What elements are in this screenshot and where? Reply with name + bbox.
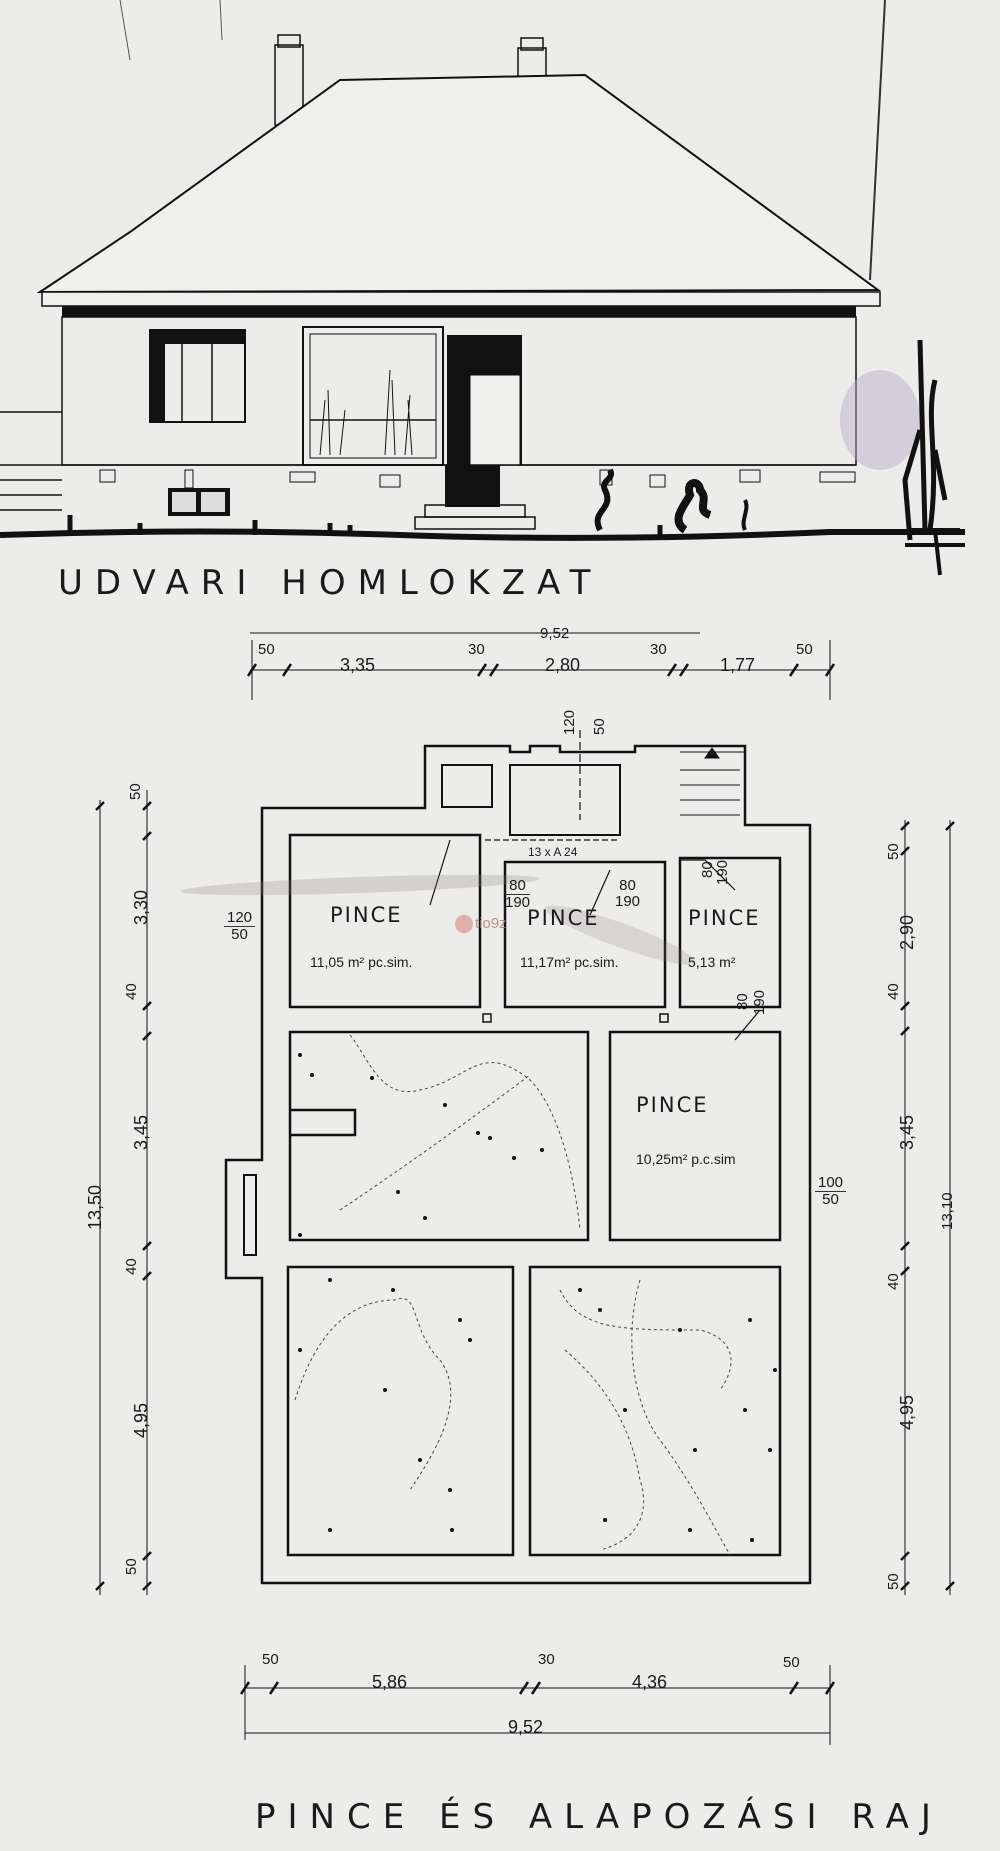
- opening-1-bottom: 50: [231, 925, 248, 943]
- watermark-logo-icon: [455, 915, 473, 933]
- watermark-text: tio9z: [475, 914, 507, 932]
- opening-label-2: 80 190: [505, 878, 531, 911]
- entrance-stair-bottom: 50: [591, 718, 608, 735]
- left-dimension-5: 40: [123, 1258, 140, 1275]
- top-dimension-3: 30: [468, 641, 485, 658]
- left-dimension-7: 50: [123, 1558, 140, 1575]
- left-dimension-4: 3,45: [131, 1114, 151, 1150]
- room-label-1: PINCE: [330, 903, 403, 927]
- left-dimension-3: 40: [123, 983, 140, 1000]
- opening-label-3: 80 190: [615, 878, 640, 910]
- opening-2-bottom: 190: [505, 893, 531, 911]
- room-area-2: 11,17m² pc.sim.: [520, 954, 619, 970]
- opening-3-top: 80: [619, 877, 636, 894]
- opening-label-4b: 190: [714, 859, 731, 885]
- room-label-2: PINCE: [527, 906, 600, 930]
- top-dimension-1: 50: [258, 641, 275, 658]
- top-dimension-2: 3,35: [340, 655, 376, 675]
- elevation-title: UDVARI HOMLOKZAT: [58, 563, 603, 603]
- top-dimension-7: 50: [796, 641, 813, 658]
- opening-label-1: 120 50: [224, 910, 256, 943]
- room-label-4: PINCE: [636, 1093, 709, 1117]
- top-dimension-4: 2,80: [545, 655, 581, 675]
- right-dimension-5: 40: [885, 1273, 902, 1290]
- right-dimension-3: 40: [885, 983, 902, 1000]
- opening-label-6: 100 50: [815, 1175, 847, 1208]
- right-overall-dimension: 13,10: [939, 1192, 956, 1230]
- opening-4-bottom: 190: [714, 859, 731, 885]
- opening-2-top: 80: [505, 878, 531, 895]
- opening-5-bottom: 190: [751, 989, 768, 1015]
- room-area-1: 11,05 m² pc.sim.: [310, 954, 413, 970]
- right-dimension-6: 4,95: [897, 1394, 917, 1430]
- top-dimension-6: 1,77: [720, 655, 756, 675]
- right-dimension-2: 2,90: [897, 914, 917, 950]
- entrance-stair-top: 120: [561, 709, 578, 735]
- room-area-4: 10,25m² p.c.sim: [636, 1151, 736, 1167]
- room-label-3: PINCE: [688, 906, 761, 930]
- bottom-dimension-3: 30: [538, 1651, 555, 1668]
- right-dimension-1: 50: [885, 843, 902, 860]
- left-dimension-6: 4,95: [131, 1402, 151, 1438]
- opening-label-4: 80: [699, 861, 716, 878]
- bottom-overall-dimension: 9,52: [508, 1717, 544, 1737]
- left-overall-dimension: 13,50: [85, 1184, 105, 1230]
- opening-6-bottom: 50: [822, 1190, 839, 1208]
- plan-title: PINCE ÉS ALAPOZÁSI RAJ: [255, 1797, 943, 1837]
- bottom-dimension-2: 5,86: [372, 1672, 408, 1692]
- opening-1-top: 120: [224, 910, 256, 927]
- room-area-3: 5,13 m²: [688, 954, 736, 970]
- opening-6-top: 100: [815, 1175, 847, 1192]
- right-dimension-4: 3,45: [897, 1114, 917, 1150]
- top-dimension-5: 30: [650, 641, 667, 658]
- opening-3-bottom: 190: [615, 892, 641, 910]
- left-dimension-2: 3,30: [131, 889, 151, 925]
- watermark: tio9z: [455, 915, 507, 933]
- opening-5-top: 80: [734, 993, 751, 1010]
- opening-label-5: 80: [734, 993, 751, 1010]
- top-overall-dimension: 9,52: [540, 625, 570, 642]
- bottom-dimension-4: 4,36: [632, 1672, 668, 1692]
- beam-note: 13 x A 24: [528, 845, 578, 859]
- bottom-dimension-5: 50: [783, 1654, 800, 1671]
- bottom-dimension-1: 50: [262, 1651, 279, 1668]
- right-dimension-7: 50: [885, 1573, 902, 1590]
- opening-label-5b: 190: [751, 989, 768, 1015]
- left-dimension-1: 50: [127, 783, 144, 800]
